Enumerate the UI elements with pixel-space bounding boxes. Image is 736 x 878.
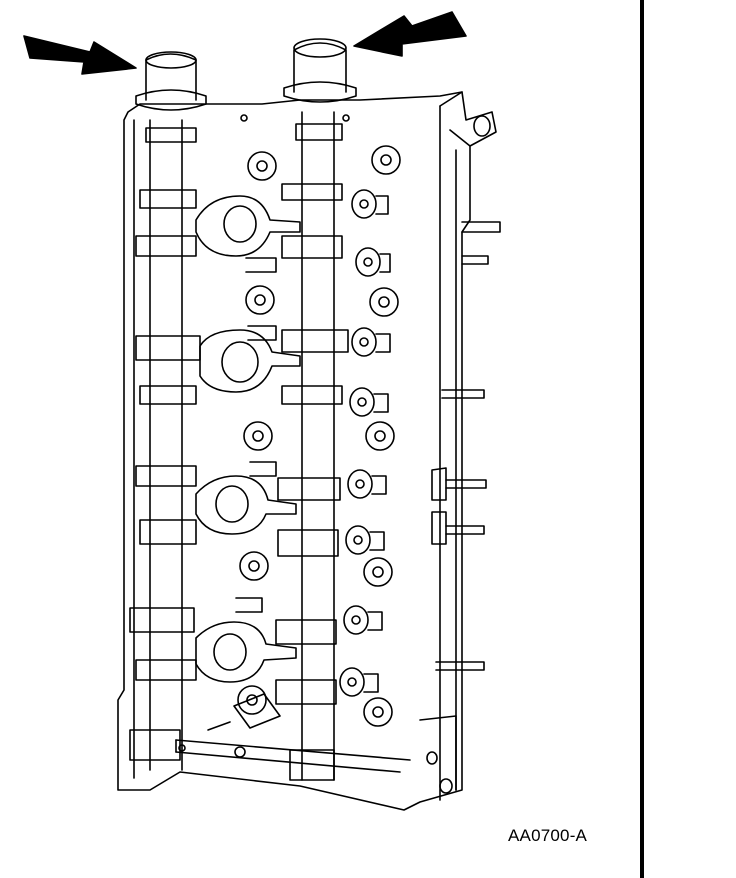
head-studs <box>431 221 501 671</box>
cylinder-head-casting <box>117 91 497 811</box>
callout-arrows <box>23 11 467 75</box>
camshaft-left <box>129 51 207 771</box>
arrow-right-icon <box>353 11 467 57</box>
arrow-left-icon <box>23 35 137 75</box>
figure-code-label: AA0700-A <box>508 826 588 845</box>
valve-tappets <box>235 189 391 697</box>
spark-plug-wells <box>237 145 401 727</box>
bearing-caps <box>195 195 301 683</box>
front-end-details <box>178 693 281 758</box>
page-frame-border <box>640 0 644 878</box>
camshaft-right <box>275 38 357 781</box>
